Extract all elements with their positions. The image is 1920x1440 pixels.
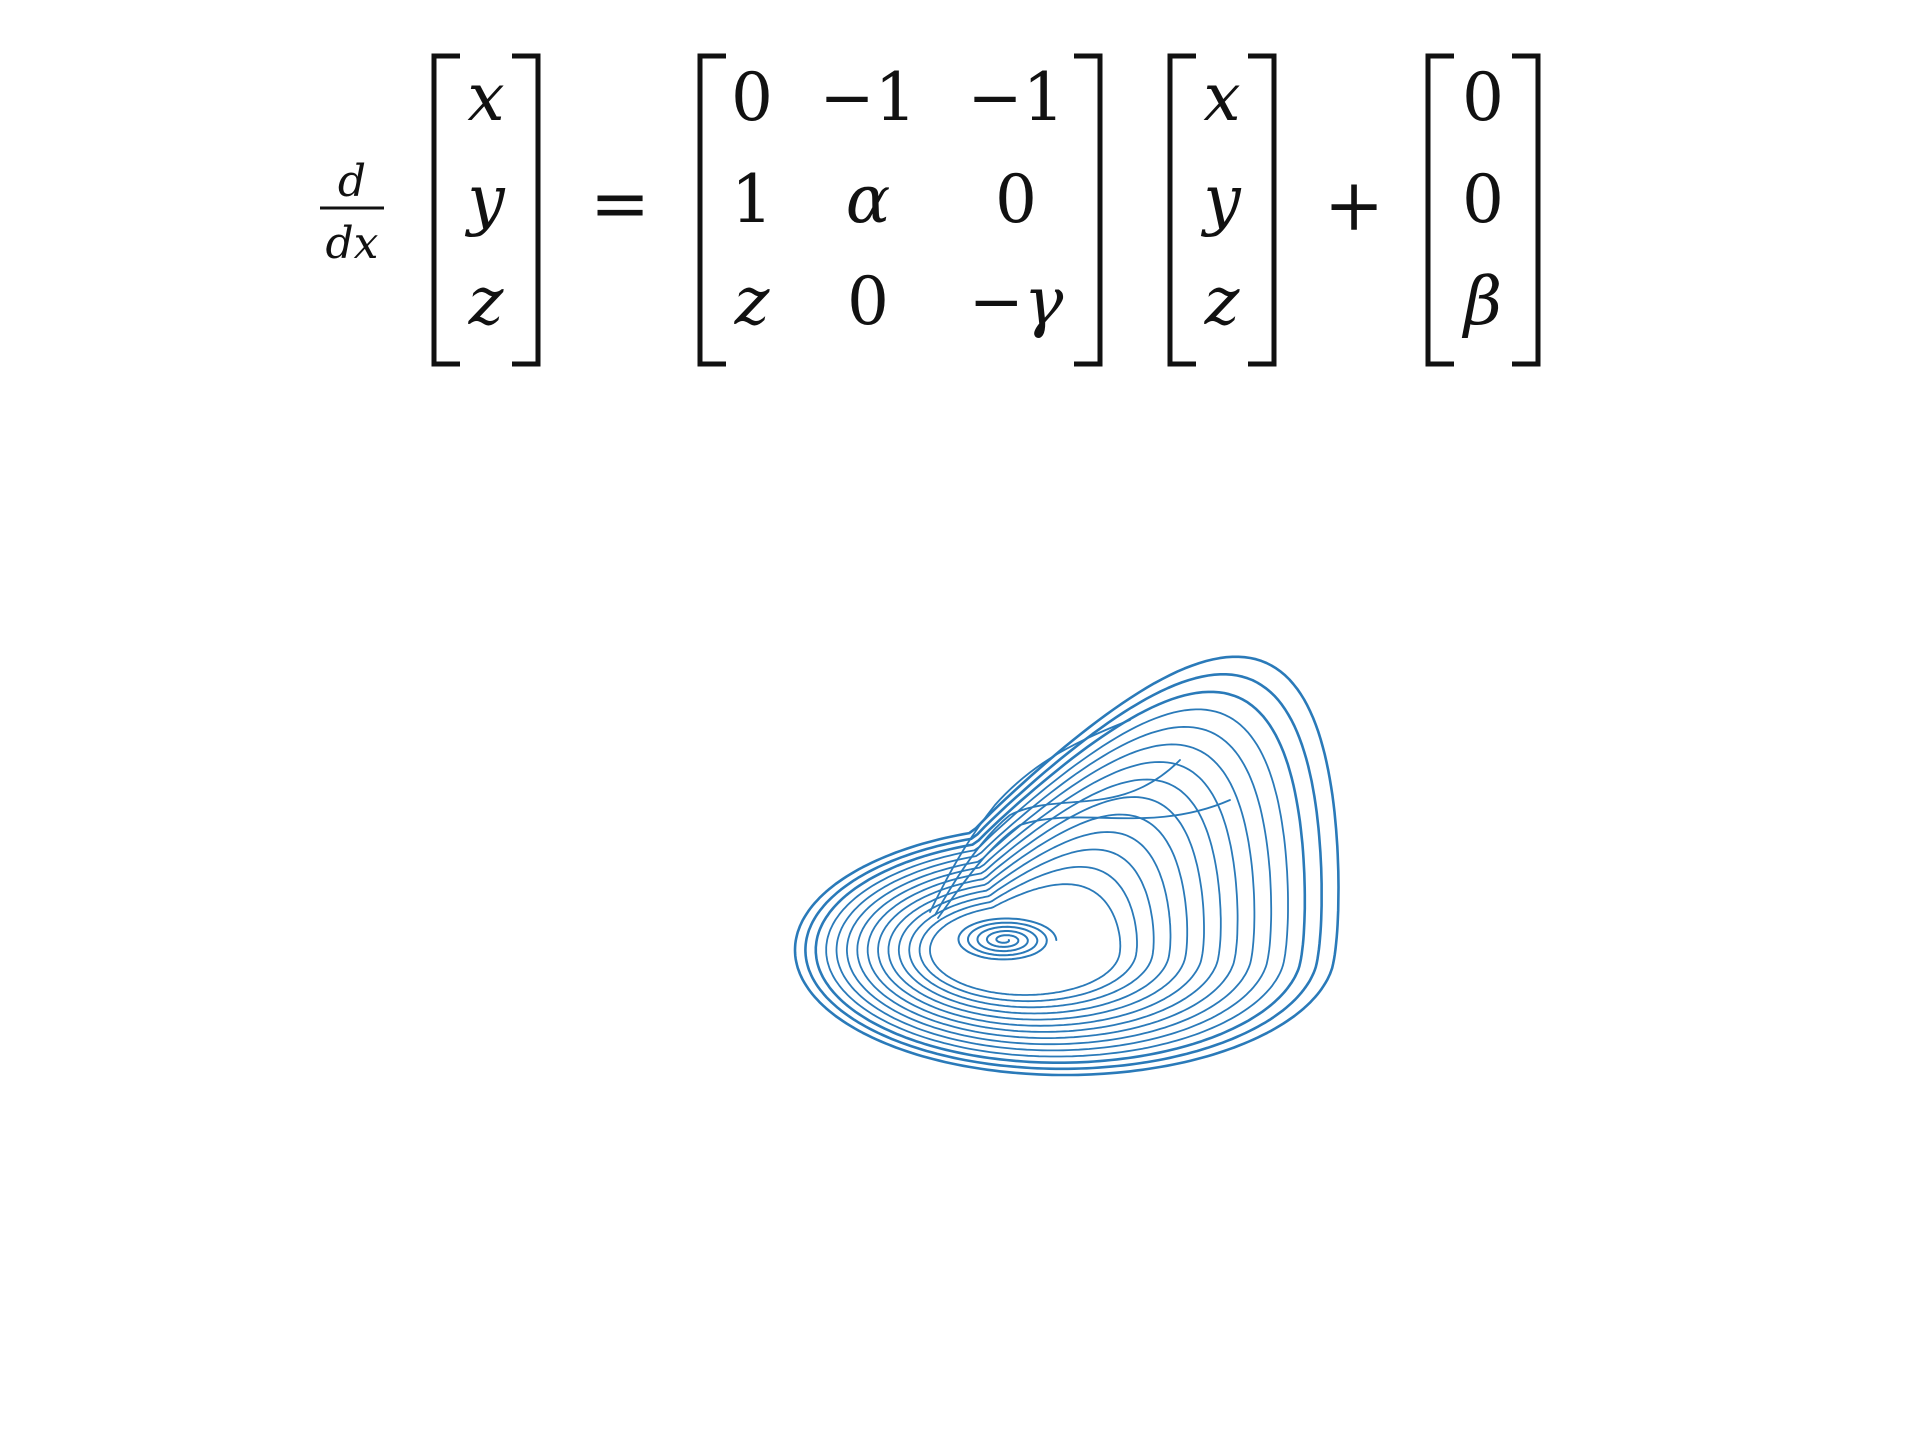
rhs-y: y xyxy=(1200,161,1241,238)
matrix-r1c3: −1 xyxy=(967,59,1064,136)
trajectory-loop xyxy=(897,831,1172,1015)
matrix-left-bracket xyxy=(697,53,726,367)
matrix-r3c1: z xyxy=(734,263,771,340)
const-left-bracket xyxy=(1425,53,1454,367)
fold-band xyxy=(937,799,1231,919)
trajectory-loop xyxy=(866,778,1222,1033)
matrix-r2c3: 0 xyxy=(995,161,1037,238)
trajectory-loop xyxy=(793,655,1340,1077)
constant-vector: 0 0 β xyxy=(1425,53,1541,367)
derivative-operator: d dx xyxy=(320,156,384,269)
coefficient-matrix: 0 −1 −1 1 α 0 z 0 −γ xyxy=(697,53,1103,367)
rhs-left-bracket xyxy=(1167,53,1196,367)
trajectory-group xyxy=(793,655,1340,1077)
fold-band xyxy=(929,719,1131,913)
matrix-r1c1: 0 xyxy=(731,59,773,136)
trajectory-loop xyxy=(846,743,1256,1046)
equation: d dx x y z = 0 −1 −1 1 α 0 z 0 −γ x y z … xyxy=(320,53,1541,367)
matrix-r3c3: −γ xyxy=(969,263,1064,340)
const-right-bracket xyxy=(1512,53,1541,367)
trajectory-loop xyxy=(908,848,1155,1009)
inner-spiral xyxy=(957,917,1058,961)
rhs-z: z xyxy=(1204,263,1241,340)
derivative-numerator: d xyxy=(338,156,366,207)
const-r2: 0 xyxy=(1462,161,1504,238)
trajectory-loop xyxy=(856,761,1239,1039)
equals-sign: = xyxy=(590,161,650,245)
matrix-right-bracket xyxy=(1074,53,1103,367)
trajectory-loop xyxy=(887,813,1189,1021)
state-vector-rhs: x y z xyxy=(1167,53,1277,367)
lhs-z: z xyxy=(468,263,505,340)
rhs-right-bracket xyxy=(1248,53,1277,367)
matrix-r1c2: −1 xyxy=(819,59,916,136)
lhs-y: y xyxy=(464,161,505,238)
state-vector-lhs: x y z xyxy=(431,53,541,367)
matrix-r2c1: 1 xyxy=(731,161,773,238)
matrix-r3c2: 0 xyxy=(847,263,889,340)
plus-sign: + xyxy=(1324,163,1384,247)
trajectory-loop xyxy=(918,866,1138,1003)
right-bracket xyxy=(512,53,541,367)
trajectory-loop xyxy=(814,690,1307,1064)
rhs-x: x xyxy=(1203,59,1240,136)
trajectory-loop xyxy=(929,883,1122,996)
trajectory-loop xyxy=(877,796,1205,1027)
matrix-r2c2: α xyxy=(846,161,891,238)
derivative-denominator: dx xyxy=(326,218,379,269)
trajectory-loop xyxy=(804,673,1323,1071)
left-bracket xyxy=(431,53,460,367)
fold-band xyxy=(934,759,1181,916)
trajectory-loop xyxy=(825,708,1289,1058)
const-r1: 0 xyxy=(1462,59,1504,136)
lhs-x: x xyxy=(467,59,504,136)
const-r3: β xyxy=(1461,263,1502,340)
trajectory-loop xyxy=(835,726,1273,1052)
